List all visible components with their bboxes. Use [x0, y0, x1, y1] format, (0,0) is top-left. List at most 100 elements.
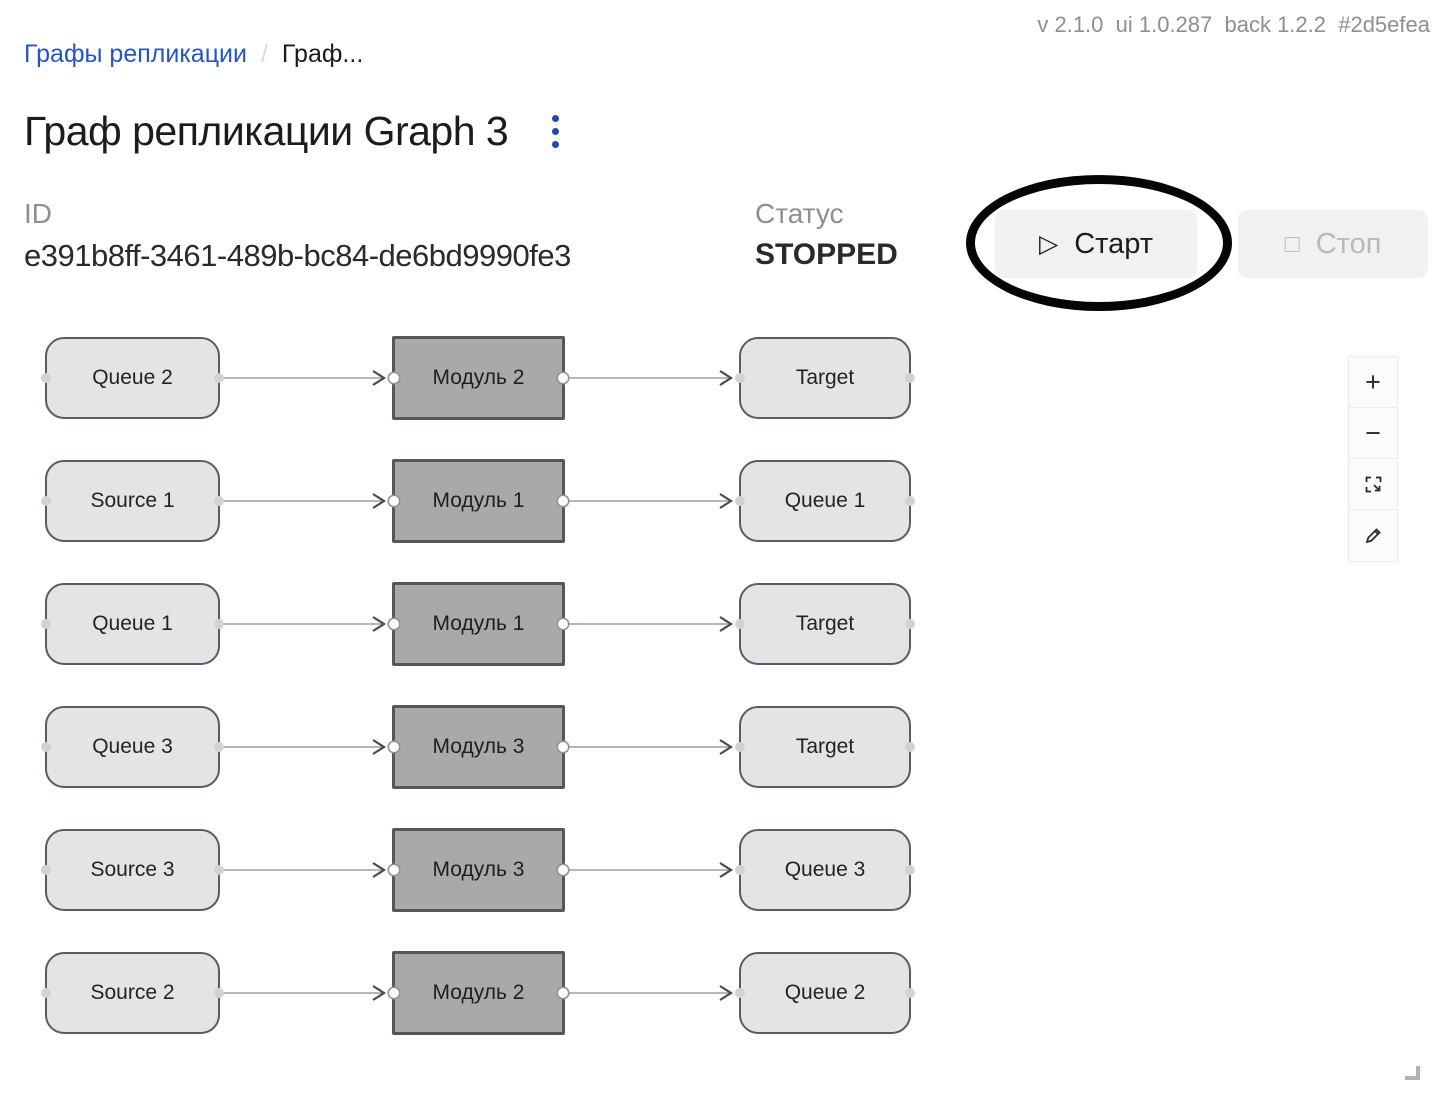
edge-arrow[interactable]	[220, 491, 392, 511]
flow-node-target[interactable]: Target	[735, 583, 915, 665]
flow-row: Source 3 Модуль 3 Queue 3	[41, 828, 915, 912]
port-out[interactable]	[214, 742, 224, 752]
port-out[interactable]	[558, 619, 568, 629]
node-label: Queue 3	[92, 735, 173, 758]
port-in[interactable]	[735, 865, 745, 875]
port-in[interactable]	[389, 496, 399, 506]
port-out[interactable]	[905, 373, 915, 383]
edge-arrow[interactable]	[220, 614, 392, 634]
zoom-in-button[interactable]: +	[1349, 357, 1397, 408]
id-label: ID	[24, 198, 52, 229]
edge-arrow[interactable]	[565, 737, 739, 757]
port-out[interactable]	[905, 988, 915, 998]
version-info: v 2.1.0 ui 1.0.287 back 1.2.2 #2d5efea	[1037, 12, 1430, 37]
title-row: Граф репликации Graph 3	[24, 108, 563, 155]
port-out[interactable]	[214, 496, 224, 506]
edge-arrow[interactable]	[565, 614, 739, 634]
kebab-menu-icon[interactable]	[548, 111, 563, 152]
port-out[interactable]	[558, 742, 568, 752]
port-out[interactable]	[558, 373, 568, 383]
breadcrumb-separator: /	[260, 40, 268, 68]
flow-controls-panel: + −	[1348, 356, 1398, 562]
port-out[interactable]	[905, 865, 915, 875]
port-in[interactable]	[389, 373, 399, 383]
status-value: STOPPED	[755, 238, 898, 271]
node-label: Target	[795, 735, 855, 758]
port-in[interactable]	[735, 373, 745, 383]
node-label: Source 3	[90, 858, 175, 881]
port-in[interactable]	[389, 988, 399, 998]
resize-corner-handle[interactable]	[1405, 1066, 1420, 1080]
flow-node-source[interactable]: Queue 3	[41, 706, 224, 788]
edge-arrow[interactable]	[220, 368, 392, 388]
port-in[interactable]	[41, 865, 51, 875]
stop-button[interactable]: □ Стоп	[1238, 210, 1428, 278]
port-in[interactable]	[389, 742, 399, 752]
edge-arrow[interactable]	[220, 983, 392, 1003]
edge-arrow[interactable]	[220, 737, 392, 757]
port-in[interactable]	[389, 865, 399, 875]
flow-node-target[interactable]: Queue 2	[735, 952, 915, 1034]
node-label: Target	[795, 366, 855, 389]
edit-button[interactable]	[1349, 510, 1397, 561]
edge-arrow[interactable]	[565, 860, 739, 880]
port-in[interactable]	[41, 373, 51, 383]
node-label: Модуль 2	[432, 981, 525, 1004]
flow-node-source[interactable]: Source 3	[41, 829, 224, 911]
flow-node-target[interactable]: Target	[735, 706, 915, 788]
flow-node-module[interactable]: Модуль 3	[389, 705, 568, 789]
port-out[interactable]	[558, 496, 568, 506]
plus-icon: +	[1365, 366, 1381, 397]
node-label: Queue 1	[784, 489, 866, 512]
page-title: Граф репликации Graph 3	[24, 108, 509, 154]
edge-arrow[interactable]	[565, 368, 739, 388]
port-in[interactable]	[735, 619, 745, 629]
flow-node-source[interactable]: Source 2	[41, 952, 224, 1034]
port-out[interactable]	[214, 373, 224, 383]
edge-arrow[interactable]	[565, 983, 739, 1003]
node-label: Модуль 1	[432, 612, 525, 635]
pencil-icon	[1365, 528, 1381, 544]
port-out[interactable]	[558, 865, 568, 875]
port-in[interactable]	[41, 988, 51, 998]
start-button[interactable]: ▷ Старт	[995, 210, 1197, 278]
flow-row: Source 1 Модуль 1 Queue 1	[41, 459, 915, 543]
status-label: Статус	[755, 198, 844, 229]
fit-view-button[interactable]	[1349, 459, 1397, 510]
port-in[interactable]	[41, 619, 51, 629]
flow-node-source[interactable]: Queue 2	[41, 337, 224, 419]
breadcrumb-link-replication-graphs[interactable]: Графы репликации	[24, 40, 247, 68]
port-in[interactable]	[735, 742, 745, 752]
port-out[interactable]	[214, 988, 224, 998]
port-out[interactable]	[214, 619, 224, 629]
node-label: Source 1	[90, 489, 175, 512]
flow-row: Queue 2 Модуль 2 Target	[41, 336, 915, 420]
port-out[interactable]	[214, 865, 224, 875]
edge-arrow[interactable]	[220, 860, 392, 880]
flow-canvas[interactable]: Queue 2 Модуль 2 Target Source 1 Модуль …	[41, 336, 915, 1035]
port-in[interactable]	[41, 742, 51, 752]
flow-node-source[interactable]: Queue 1	[41, 583, 224, 665]
port-out[interactable]	[905, 496, 915, 506]
flow-node-module[interactable]: Модуль 1	[389, 459, 568, 543]
flow-node-target[interactable]: Target	[735, 337, 915, 419]
node-label: Модуль 3	[432, 735, 525, 758]
minus-icon: −	[1365, 417, 1381, 448]
port-in[interactable]	[41, 496, 51, 506]
port-in[interactable]	[389, 619, 399, 629]
port-out[interactable]	[905, 619, 915, 629]
port-in[interactable]	[735, 988, 745, 998]
edge-arrow[interactable]	[565, 491, 739, 511]
flow-node-module[interactable]: Модуль 3	[389, 828, 568, 912]
flow-node-module[interactable]: Модуль 2	[389, 951, 568, 1035]
node-label: Queue 3	[784, 858, 866, 881]
flow-node-module[interactable]: Модуль 2	[389, 336, 568, 420]
flow-node-target[interactable]: Queue 1	[735, 460, 915, 542]
zoom-out-button[interactable]: −	[1349, 408, 1397, 459]
flow-node-source[interactable]: Source 1	[41, 460, 224, 542]
port-out[interactable]	[905, 742, 915, 752]
flow-node-target[interactable]: Queue 3	[735, 829, 915, 911]
flow-node-module[interactable]: Модуль 1	[389, 582, 568, 666]
port-in[interactable]	[735, 496, 745, 506]
port-out[interactable]	[558, 988, 568, 998]
